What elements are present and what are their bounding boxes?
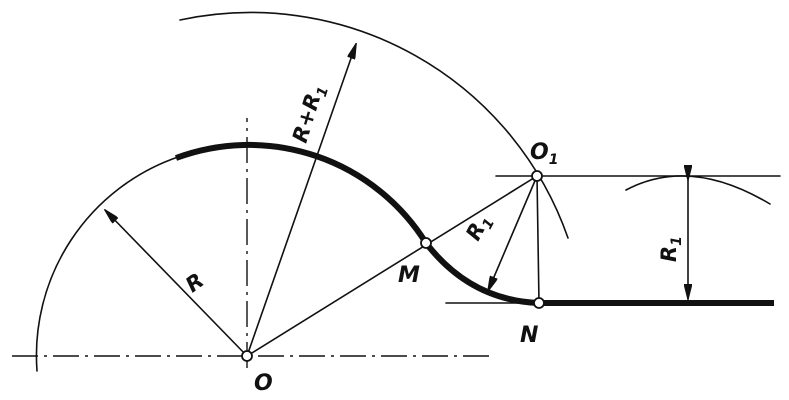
label-m: M (398, 263, 420, 288)
label-r1-vertical: R1 (657, 236, 685, 262)
point-o (241, 350, 253, 362)
radius-r-thin-arc (35, 156, 179, 372)
radius-r1-arrow (488, 175, 538, 291)
point-n (533, 297, 545, 309)
radius-r-plus-r1-arrow (246, 44, 356, 357)
label-n: N (520, 323, 538, 348)
point-o1 (531, 170, 543, 182)
label-r1-slant: R1 (461, 210, 498, 246)
radius-r-plus-r1-arc (179, 11, 569, 239)
radius-r1-thick-arc (423, 241, 539, 306)
line-o1-to-n (536, 175, 540, 304)
point-m (420, 237, 432, 249)
radius-r-thick-arc (174, 141, 429, 245)
radius-r-arrow (105, 210, 248, 357)
line-o-to-o1 (246, 175, 538, 357)
label-o1: O1 (530, 140, 558, 168)
construction-arc-right (625, 175, 771, 205)
label-o: O (254, 371, 273, 396)
label-r-plus-r1: R+R1 (288, 81, 332, 146)
